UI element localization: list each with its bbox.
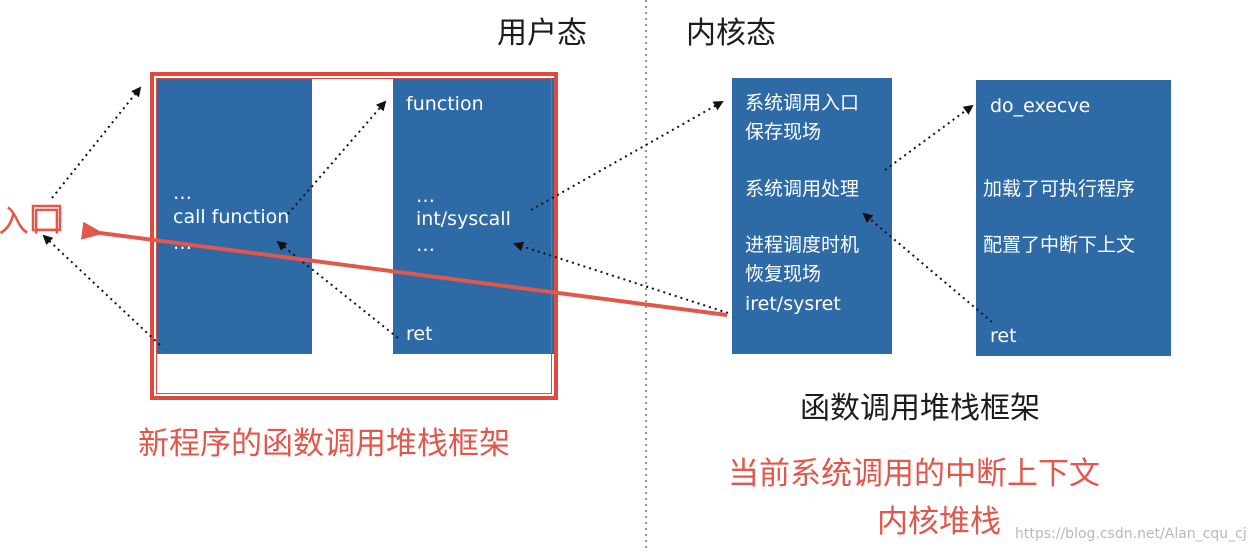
execve-ret-text: ret	[990, 325, 1017, 347]
function-stack-box: function … int/syscall … ret	[393, 78, 554, 354]
arrow-handle-to-execve	[884, 104, 974, 171]
call-stack-frame-caption: 函数调用堆栈框架	[800, 391, 1040, 426]
syscall-text: int/syscall	[416, 208, 511, 230]
call-function-text: call function	[173, 206, 290, 228]
do-execve-box: do_execve 加载了可执行程序 配置了中断下上文 ret	[976, 80, 1171, 356]
save-context-text: 保存现场	[745, 121, 822, 143]
function-ellipsis-bottom: …	[416, 234, 435, 256]
arrow-call-to-function	[287, 100, 387, 215]
kernel-stack-caption: 内核堆栈	[877, 504, 1001, 540]
function-title: function	[406, 93, 484, 115]
config-context-text: 配置了中断下上文	[983, 234, 1136, 256]
watermark-text: https://blog.csdn.net/Alan_cqu_cj	[1015, 526, 1247, 542]
caller-stack-box: … call function …	[157, 78, 312, 354]
arrow-iret-to-syscall	[513, 241, 729, 314]
do-execve-title: do_execve	[990, 95, 1091, 117]
caller-ellipsis-top: …	[173, 182, 192, 204]
iret-sysret-text: iret/sysret	[745, 293, 841, 315]
entry-label: 入口	[0, 204, 64, 240]
function-ellipsis-top: …	[416, 185, 435, 207]
entry-square	[31, 204, 62, 232]
arrow-syscall-to-entry	[530, 101, 724, 211]
load-executable-text: 加载了可执行程序	[983, 178, 1136, 200]
kernel-mode-header: 内核态	[686, 16, 776, 51]
arrow-entry-to-caller-top	[51, 86, 142, 199]
new-program-frame-outline	[150, 72, 558, 400]
new-program-frame-caption: 新程序的函数调用堆栈框架	[138, 426, 510, 462]
function-ret-text: ret	[406, 323, 433, 345]
user-mode-header: 用户态	[497, 16, 587, 51]
current-context-caption: 当前系统调用的中断上下文	[728, 456, 1100, 492]
arrow-ret-to-call	[276, 240, 399, 339]
syscall-entry-text: 系统调用入口	[745, 92, 860, 114]
red-return-arrow	[80, 221, 728, 317]
arrow-execve-ret-to-handle	[862, 212, 993, 323]
arrow-caller-bottom-to-entry	[42, 234, 161, 346]
restore-context-text: 恢复现场	[745, 263, 822, 285]
syscall-handle-text: 系统调用处理	[745, 178, 860, 200]
schedule-timing-text: 进程调度时机	[745, 234, 860, 256]
